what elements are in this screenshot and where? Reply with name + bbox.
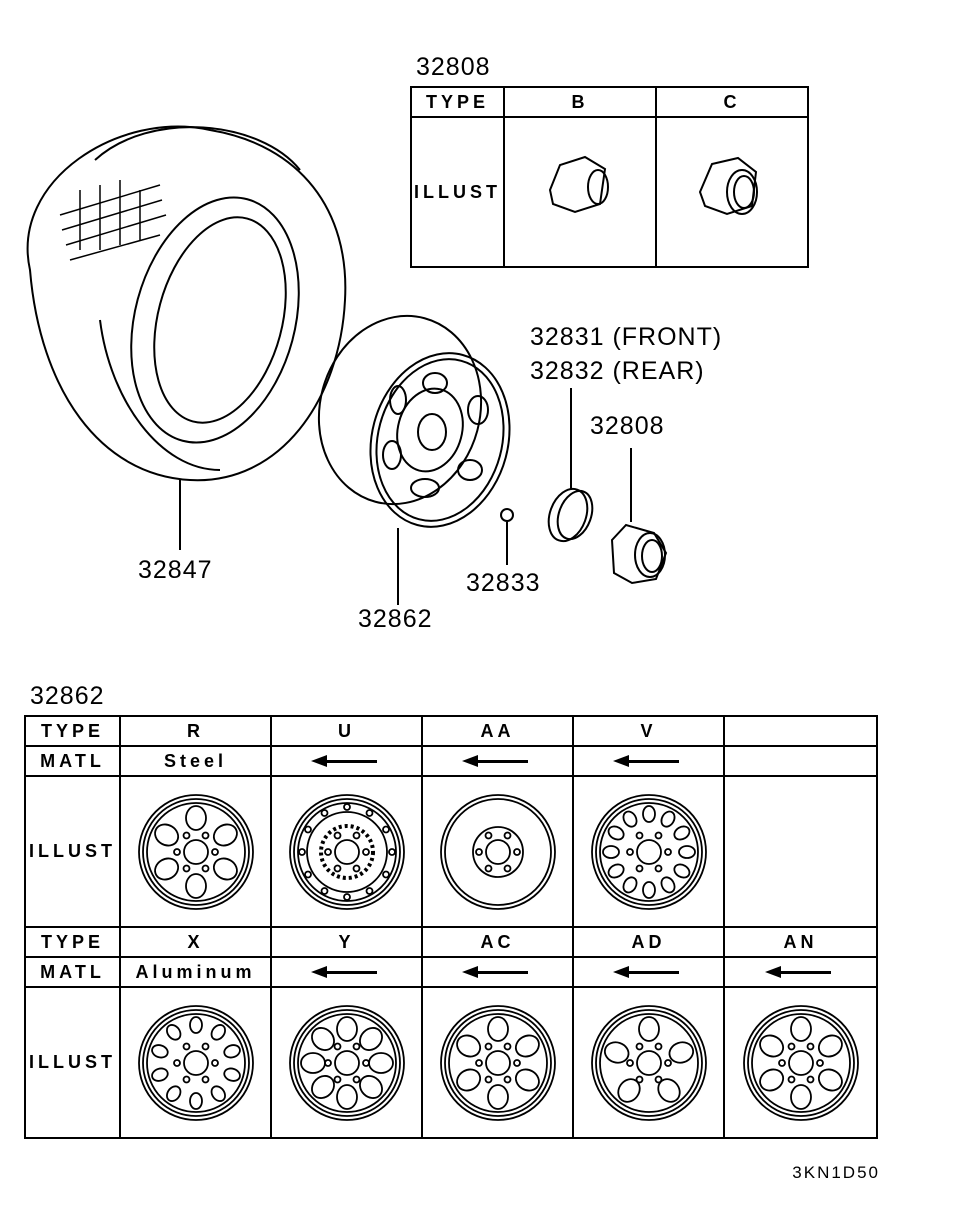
same-as-left-arrow-icon [461,755,528,768]
tire-drawing [26,125,347,550]
diagram-code: 3KN1D50 [792,1163,880,1182]
wheel-material [421,745,574,777]
wheel-material [723,956,878,988]
same-as-left-arrow-icon [764,966,831,979]
wheel-material [723,745,878,777]
wheel-alu6b-icon [742,1004,859,1121]
wheel-alu8-icon [288,1004,405,1121]
same-as-left-arrow-icon [461,966,528,979]
wheel-illust [270,775,423,928]
wheel-material [421,956,574,988]
wheel-material: Aluminum [119,956,272,988]
illust-header: ILLUST [24,775,121,928]
wheel-material [572,956,725,988]
type-header: TYPE [410,86,505,118]
wheel-material [270,956,423,988]
same-as-left-arrow-icon [612,755,679,768]
cap-type: B [503,86,657,118]
illust-header: ILLUST [24,986,121,1139]
wheel-illust [421,775,574,928]
wheel-type [723,715,878,747]
same-as-left-arrow-icon [612,966,679,979]
wheel-type: U [270,715,423,747]
wheel-illust [723,775,878,928]
callout-tire[interactable]: 32847 [138,556,213,584]
wheel-dually-icon [288,793,405,910]
wheel-type: Y [270,926,423,958]
cap-type-table: TYPE B C ILLUST [410,86,809,268]
cap-type: C [655,86,809,118]
cap-illust-b [503,116,657,268]
cap-table-title: 32808 [416,53,491,81]
wheel-type: AD [572,926,725,958]
wheel-type: AA [421,715,574,747]
wheel-illust [421,986,574,1139]
wheel-alu6-icon [439,1004,556,1121]
wheel-material: Steel [119,745,272,777]
wheel-drawing [317,314,511,605]
wheel-cap-drawing [610,448,668,585]
wheel-illust [723,986,878,1139]
wheel-illust [572,986,725,1139]
wheel-steel6-icon [137,793,254,910]
matl-header: MATL [24,745,121,777]
wheel-material [270,745,423,777]
wheel-type: X [119,926,272,958]
wheel-material [572,745,725,777]
wheel-table-title: 32862 [30,682,105,710]
callout-cap[interactable]: 32808 [590,412,665,440]
type-header: TYPE [24,926,121,958]
same-as-left-arrow-icon [310,755,377,768]
wheel-illust [119,986,272,1139]
cap-illust-c [655,116,809,268]
same-as-left-arrow-icon [310,966,377,979]
wheel-illust [572,775,725,928]
ornament-drawing [547,388,594,543]
type-header: TYPE [24,715,121,747]
wheel-plain-icon [439,793,556,910]
illust-header: ILLUST [410,116,505,268]
matl-header: MATL [24,956,121,988]
callout-ornament-front[interactable]: 32831 (FRONT) [530,323,723,351]
callout-nut[interactable]: 32833 [466,569,541,597]
wheel-alu5-icon [590,1004,707,1121]
wheel-alu10-icon [137,1004,254,1121]
wheel-type: AN [723,926,878,958]
wheel-illust [270,986,423,1139]
nut-drawing [500,508,514,565]
wheel-steel12-icon [590,793,707,910]
callout-ornament-rear[interactable]: 32832 (REAR) [530,357,705,385]
wheel-illust [119,775,272,928]
callout-wheel[interactable]: 32862 [358,605,433,633]
wheel-type: R [119,715,272,747]
wheel-type: V [572,715,725,747]
wheel-type: AC [421,926,574,958]
